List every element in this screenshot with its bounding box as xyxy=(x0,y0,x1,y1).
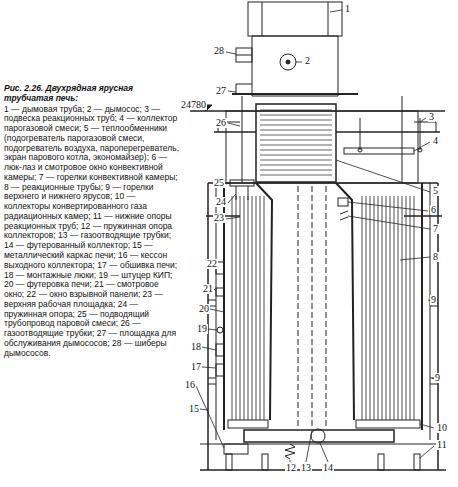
callout-number: 9 xyxy=(430,295,437,305)
callout-number: 2 xyxy=(304,56,311,66)
callout-number: 14 xyxy=(322,463,334,473)
callout-number: 23 xyxy=(213,213,225,223)
callout-number: 26 xyxy=(215,118,227,128)
callout-number: 22 xyxy=(206,259,218,269)
callout-number: 15 xyxy=(188,404,200,414)
callout-number: 4 xyxy=(432,136,439,146)
callout-number: 18 xyxy=(190,342,202,352)
callout-number: 6 xyxy=(430,205,437,215)
callout-number: 11 xyxy=(436,440,448,450)
callout-number: 17 xyxy=(190,362,202,372)
callout-number: 7 xyxy=(432,224,439,234)
figure-title: Рис. 2.26. Двухрядная ярусная трубчатая … xyxy=(4,84,180,104)
dimension: 24780 xyxy=(180,100,207,110)
caption-block: Рис. 2.26. Двухрядная ярусная трубчатая … xyxy=(4,84,180,358)
callout-number: 21 xyxy=(202,284,214,294)
figure-caption: 1 — дымовая труба; 2 — дымосос; 3 — подв… xyxy=(4,105,180,359)
callout-number: 25 xyxy=(213,178,225,188)
callout-number: 27 xyxy=(215,86,227,96)
callout-number: 9 xyxy=(434,373,441,383)
callout-number: 12 xyxy=(285,463,297,473)
callout-number: 24 xyxy=(215,197,227,207)
callout-number: 20 xyxy=(198,304,210,314)
callout-number: 13 xyxy=(300,463,312,473)
callout-number: 10 xyxy=(436,423,448,433)
callout-number: 28 xyxy=(213,46,225,56)
callout-number: 16 xyxy=(184,380,196,390)
callout-number: 8 xyxy=(432,252,439,262)
callout-number: 3 xyxy=(428,112,435,122)
callout-number: 5 xyxy=(432,186,439,196)
callout-number: 19 xyxy=(196,324,208,334)
callout-number: 1 xyxy=(344,4,351,14)
